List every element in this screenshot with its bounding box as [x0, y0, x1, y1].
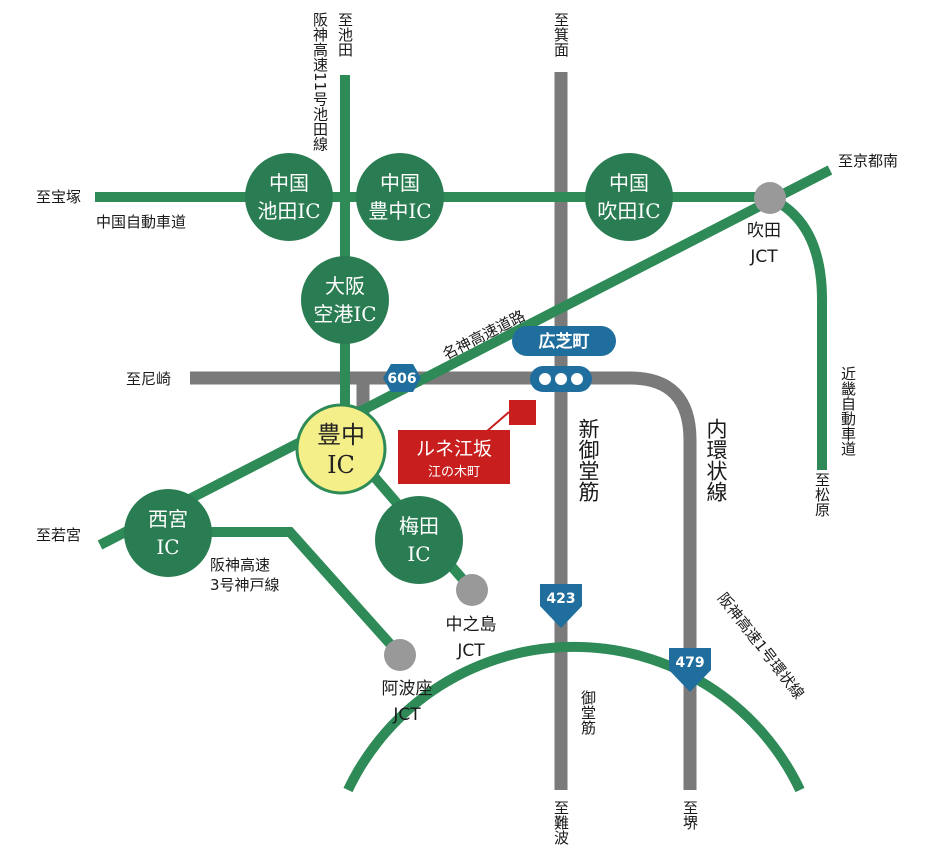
road-midosuji: 御堂筋: [579, 690, 597, 736]
ic-osaka-airport-l2: 空港IC: [313, 302, 376, 326]
jct-suita-l2: JCT: [749, 247, 778, 267]
route-shield-479: 479: [669, 648, 711, 692]
ic-nishinomiya: [124, 489, 212, 577]
road-chugoku-expressway: 中国自動車道: [96, 213, 186, 231]
property-pin: [509, 400, 536, 425]
jct-awaza-l2: JCT: [392, 705, 421, 725]
jct-awaza-l1: 阿波座: [382, 679, 433, 699]
ic-chugoku-ikeda-l2: 池田IC: [257, 199, 320, 223]
property-address: 江の木町: [428, 465, 480, 480]
route-shield-423: 423: [540, 584, 582, 628]
dir-matsubara: 至松原: [813, 472, 831, 517]
ic-umeda: [375, 496, 463, 584]
road-hanshin-3-l2: 3号神戸線: [210, 576, 280, 594]
road-hanshin-3-l1: 阪神高速: [210, 556, 270, 574]
jct-nakanoshima-l2: JCT: [456, 641, 485, 661]
dir-sakai: 至堺: [681, 800, 699, 830]
dir-amagasaki: 至尼崎: [126, 370, 171, 388]
route-shield-606: 606: [383, 364, 421, 392]
shield-479-text: 479: [675, 655, 704, 671]
dir-minoo: 至箕面: [552, 12, 570, 57]
ic-toyonaka: [295, 403, 387, 495]
hanshin-1-loop-line: [343, 641, 805, 793]
ic-nishinomiya-l1: 西宮: [148, 507, 188, 531]
ic-toyonaka-l2: IC: [327, 451, 355, 479]
dir-ikeda: 至池田: [336, 12, 354, 57]
ic-umeda-l2: IC: [407, 542, 430, 566]
dir-kyoto-minami: 至京都南: [838, 152, 898, 170]
road-naikanjo: 内環状線: [704, 418, 728, 502]
ic-chugoku-ikeda-l1: 中国: [269, 171, 309, 195]
ic-chugoku-ikeda: [245, 153, 333, 241]
ic-osaka-airport-l1: 大阪: [325, 274, 365, 298]
nakanoshima-jct-node: [456, 574, 488, 606]
hanshin-3-line: [175, 527, 404, 659]
dir-namba: 至難波: [552, 800, 570, 845]
dir-wakamiya: 至若宮: [36, 526, 81, 544]
suita-jct-node: [754, 182, 786, 214]
jct-suita-l1: 吹田: [747, 221, 781, 241]
ic-toyonaka-l1: 豊中: [317, 421, 365, 449]
ic-chugoku-toyonaka-l1: 中国: [380, 171, 420, 195]
ic-chugoku-toyonaka-l2: 豊中IC: [368, 199, 431, 223]
ic-nishinomiya-l2: IC: [156, 535, 179, 559]
meishin-line: [97, 165, 833, 550]
road-naikanjo: [560, 371, 697, 790]
shield-423-text: 423: [546, 591, 575, 607]
dir-takarazuka: 至宝塚: [36, 188, 81, 206]
ic-chugoku-suita-l2: 吹田IC: [597, 199, 660, 223]
property-marker: ルネ江坂 江の木町: [398, 400, 536, 484]
interchange-nodes: 中国 池田IC 中国 豊中IC 中国 吹田IC 大阪 空港IC 豊中 IC 西宮…: [124, 153, 673, 584]
awaza-jct-node: [384, 639, 416, 671]
station-hiroshibacho: 広芝町: [512, 326, 616, 392]
ic-umeda-l1: 梅田: [399, 514, 439, 538]
property-label-box: [398, 430, 510, 484]
ic-osaka-airport: [301, 256, 389, 344]
jct-nakanoshima-l1: 中之島: [446, 615, 497, 635]
road-hanshin-1-loop: 阪神高速1号環状線: [714, 589, 808, 702]
shield-606-text: 606: [387, 371, 416, 387]
ic-chugoku-suita-l1: 中国: [609, 171, 649, 195]
road-shin-midosuji: 新御堂筋: [576, 418, 600, 502]
property-name: ルネ江坂: [416, 438, 492, 460]
station-name: 広芝町: [539, 331, 590, 352]
road-kinki-expressway: 近畿自動車道: [839, 366, 857, 456]
ic-chugoku-suita: [585, 153, 673, 241]
ic-chugoku-toyonaka: [356, 153, 444, 241]
road-hanshin-11: 阪神高速11号池田線: [311, 12, 329, 151]
